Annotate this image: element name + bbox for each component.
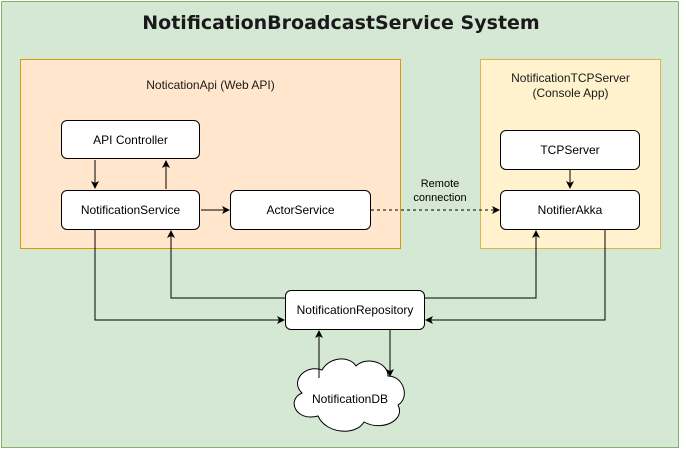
diagram-title: NotificationBroadcastService System (142, 12, 540, 34)
edge-repository-to-service (167, 230, 285, 299)
remote-connection-label-line2: connection (413, 192, 467, 204)
remote-connection-label-line1: Remote (420, 178, 460, 190)
web-api-container-title: NoticationApi (Web API) (146, 78, 275, 92)
tcp-server-container-title: NotificationTCPServer (511, 71, 630, 85)
actor-service-node: ActorService (230, 190, 371, 230)
edge-repository-to-notifier (425, 230, 540, 299)
notification-service-node: NotificationService (61, 190, 200, 230)
api-controller-node: API Controller (61, 120, 200, 159)
edge-notifier-to-repository (425, 230, 606, 324)
notification-db-label: NotificationDB (311, 392, 389, 406)
notification-db-cloud-shape (293, 358, 405, 432)
tcp-server-container-subtitle: (Console App) (532, 86, 609, 100)
tcp-server-node: TCPServer (500, 130, 640, 170)
notifier-akka-node: NotifierAkka (500, 190, 640, 230)
edge-service-to-repository (94, 230, 285, 324)
notification-repository-node: NotificationRepository (285, 290, 425, 330)
